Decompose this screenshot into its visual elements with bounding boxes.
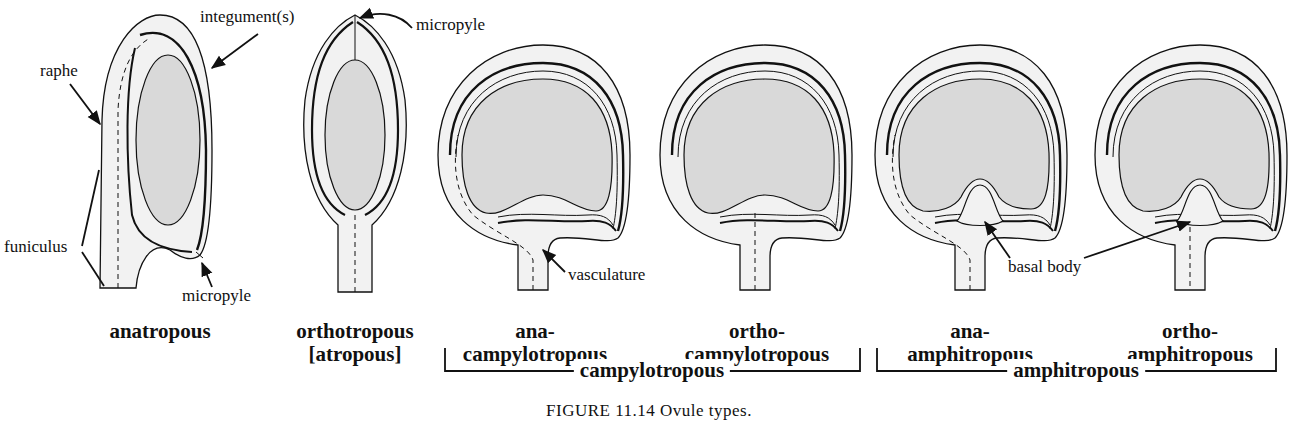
leader-lines [70,14,1190,287]
part-label: basal body [1008,258,1081,277]
group-name: campylotropous [574,359,730,382]
part-label: vasculature [568,266,645,285]
ortho-amphitropous-ovule [1095,45,1287,290]
ana-campylotropous-ovule [438,45,630,290]
figure-caption: FIGURE 11.14 Ovule types. [546,402,752,421]
part-label: raphe [40,62,78,81]
part-label: micropyle [182,287,251,306]
part-label: funiculus [4,238,67,257]
part-label: integument(s) [200,8,294,27]
anatropous-ovule [100,15,212,288]
type-name: anatropous [85,320,235,343]
type-name: orthotropous [atropous] [280,320,430,366]
ortho-campylotropous-ovule [660,45,852,290]
group-name: amphitropous [1007,359,1145,382]
orthotropous-ovule [304,15,406,292]
part-label: micropyle [416,16,485,35]
ana-amphitropous-ovule [875,45,1067,290]
